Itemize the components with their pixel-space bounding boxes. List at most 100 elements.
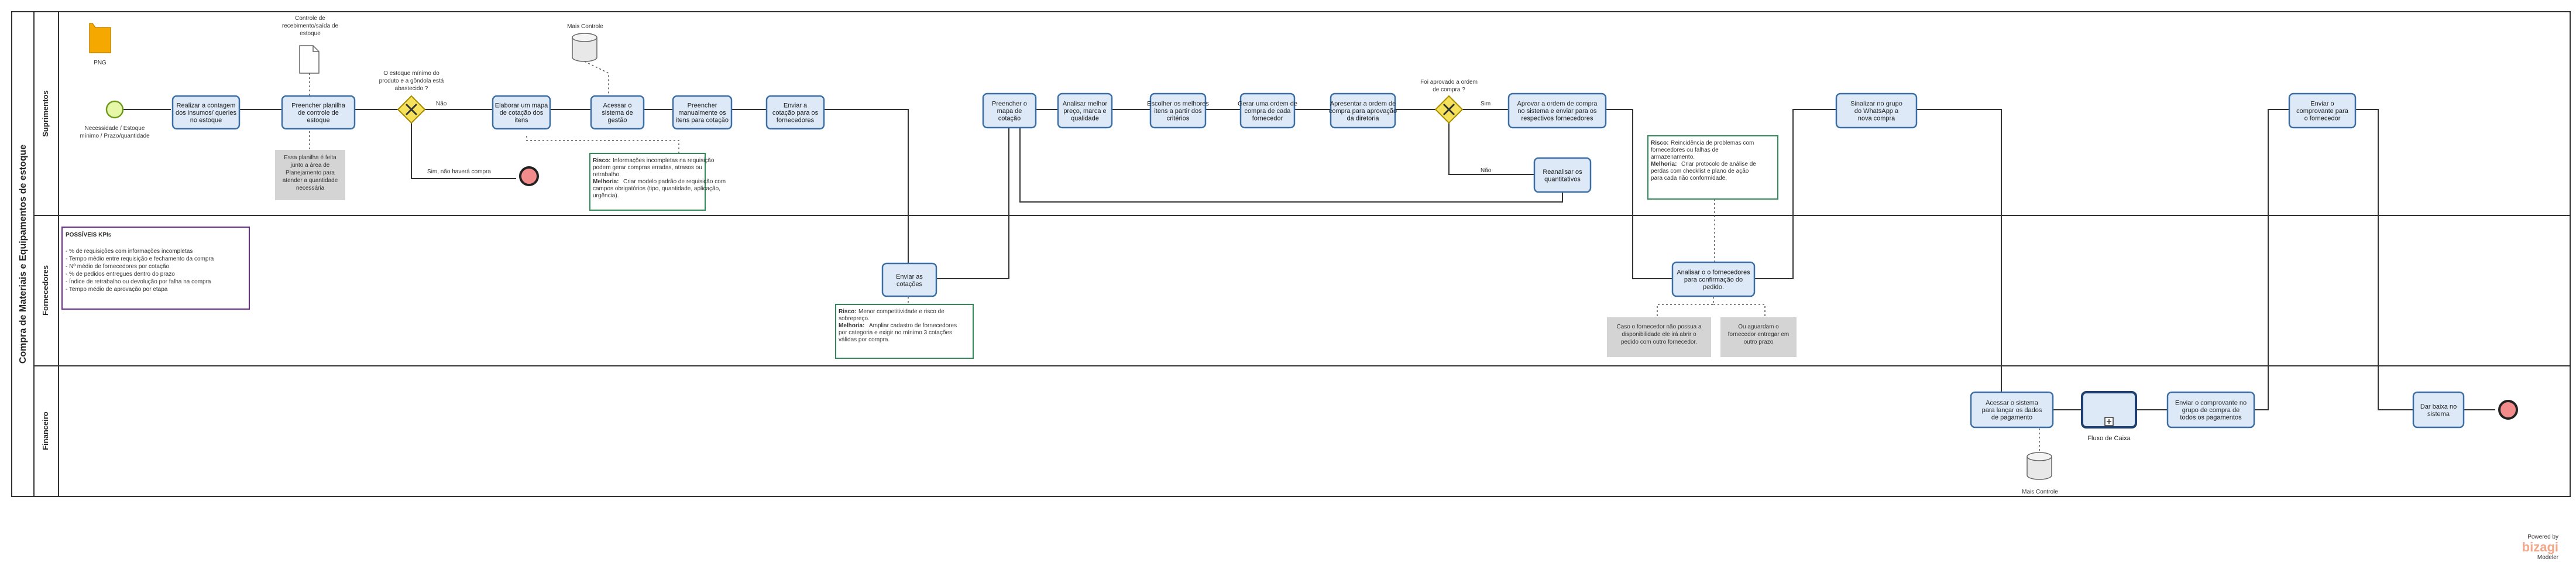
task-label: comprovante para [2296, 108, 2349, 115]
subprocess-fluxo-de-caixa[interactable]: Fluxo de Caixa [2081, 391, 2137, 442]
note-grey-disponibilidade: Caso o fornecedor não possua adisponibil… [1607, 317, 1711, 357]
svg-text:produto e a gôndola está: produto e a gôndola está [379, 78, 444, 84]
svg-text:mínimo / Prazo/quantidade: mínimo / Prazo/quantidade [80, 133, 150, 139]
sequence-flows [123, 109, 2495, 410]
lane-suprimentos-title: Suprimentos [41, 90, 50, 136]
task-label: Enviar as [896, 273, 923, 280]
svg-text:Sim: Sim [1481, 101, 1490, 107]
note-text: fornecedor entregar em [1728, 331, 1790, 338]
svg-text:Fluxo de Caixa: Fluxo de Caixa [2087, 435, 2131, 442]
task-label: Elaborar um mapa [495, 102, 548, 109]
task-label: quantitativos [1544, 176, 1581, 183]
task-label: Enviar o comprovante no [2175, 400, 2247, 407]
task-label: preço, marca e [1063, 108, 1106, 115]
gateway-stock-check: O estoque mínimo do produto e a gôndola … [379, 70, 492, 175]
risk-text: armazenamento. [1651, 154, 1695, 160]
task-label: Enviar o [2310, 101, 2334, 108]
task-label: de pagamento [1991, 414, 2032, 421]
improve-text: para cada não conformidade. [1651, 175, 1727, 181]
improve-text: campos obrigatórios (tipo, quantidade, a… [593, 186, 720, 192]
note-text: Caso o fornecedor não possua a [1616, 324, 1702, 330]
task-label: Analisar melhor [1063, 101, 1108, 108]
task-label: compra de cada [1245, 108, 1292, 115]
note-kpis: POSSÍVEIS KPIs- % de requisições com inf… [61, 227, 250, 310]
task-label: sistema de [602, 109, 633, 116]
note-text: atender a quantidade [283, 177, 338, 184]
task-label: Analisar o o fornecedores [1677, 269, 1750, 276]
start-event: Necessidade / Estoque mínimo / Prazo/qua… [80, 100, 150, 139]
task-label: compra para aprovação [1329, 108, 1397, 115]
note-text: Essa planilha é feita [284, 155, 336, 161]
bizagi-logo: Powered by bizagi Modeler [2522, 534, 2559, 561]
risk-text: Informações incompletas na requisição [613, 157, 715, 164]
improve-label: Melhoria: [839, 323, 864, 329]
task-label: mapa de [997, 108, 1022, 115]
svg-text:de compra ?: de compra ? [1433, 87, 1465, 93]
task-label: itens a partir dos [1154, 108, 1202, 115]
svg-text:abastecido ?: abastecido ? [395, 85, 428, 92]
risk-label: Risco: [593, 157, 611, 164]
task-label: de controle de [298, 109, 339, 116]
task-label: Escolher os melhores [1147, 101, 1209, 108]
task-label: cotações [897, 280, 923, 287]
improve-text: urgência). [593, 193, 619, 199]
task-label: critérios [1167, 115, 1190, 122]
task-label: grupo de compra de [2182, 407, 2240, 414]
task-label: gestão [607, 117, 627, 124]
database-icon-top: Mais Controle [567, 23, 603, 62]
task-label: qualidade [1071, 115, 1099, 122]
task-label: o fornecedor [2304, 115, 2341, 122]
task-label: Gerar uma ordem de [1238, 101, 1297, 108]
task-label: Aprovar a ordem de compra [1517, 101, 1598, 108]
task-label: Dar baixa no [2420, 403, 2457, 410]
note-risk-fornecedores: Risco:Reincidência de problemas comforne… [1647, 135, 1778, 200]
task-label: Reanalisar os [1543, 169, 1582, 176]
task-label: dos insumos/ queries [176, 109, 236, 116]
gateway-order-approval: Foi aprovado a ordem de compra ? Sim Não [1420, 79, 1492, 174]
task-label: do WhatsApp a [1854, 108, 1899, 115]
improve-text: por categoria e exigir no mínimo 3 cotaç… [839, 330, 952, 336]
kpi-item: - Índice de retrabalho ou devolução por … [66, 277, 211, 285]
svg-text:Mais Controle: Mais Controle [2022, 489, 2058, 495]
kpi-item: - Tempo médio de aprovação por etapa [66, 286, 168, 293]
task-label: Acessar o [603, 102, 632, 109]
risk-text: sobrepreço. [839, 316, 870, 322]
svg-text:O estoque mínimo do: O estoque mínimo do [383, 70, 439, 77]
end-event-2 [2498, 400, 2518, 420]
note-text: outro prazo [1744, 339, 1774, 345]
risk-label: Risco: [1651, 140, 1669, 146]
risk-text: podem gerar compras erradas, atrasos ou [593, 164, 702, 171]
svg-text:Powered by: Powered by [2527, 534, 2558, 540]
svg-text:Sim, não haverá compra: Sim, não haverá compra [427, 169, 491, 175]
improve-label: Melhoria: [1651, 161, 1677, 167]
end-event-1 [519, 166, 539, 186]
svg-text:Modeler: Modeler [2537, 554, 2559, 561]
task-label: fornecedor [1252, 115, 1283, 122]
lane-financeiro-title: Financeiro [41, 412, 50, 450]
risk-text: retrabalho. [593, 172, 621, 178]
task-label: Preencher [688, 102, 717, 109]
